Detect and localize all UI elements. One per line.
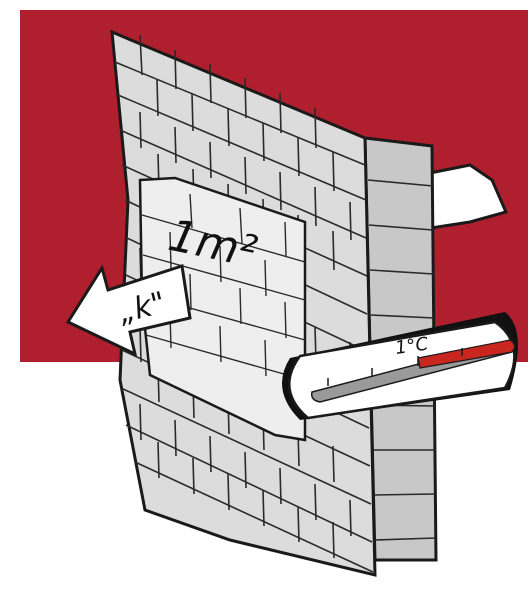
heat-transfer-illustration: 1m² „k" 1°C: [0, 0, 528, 607]
